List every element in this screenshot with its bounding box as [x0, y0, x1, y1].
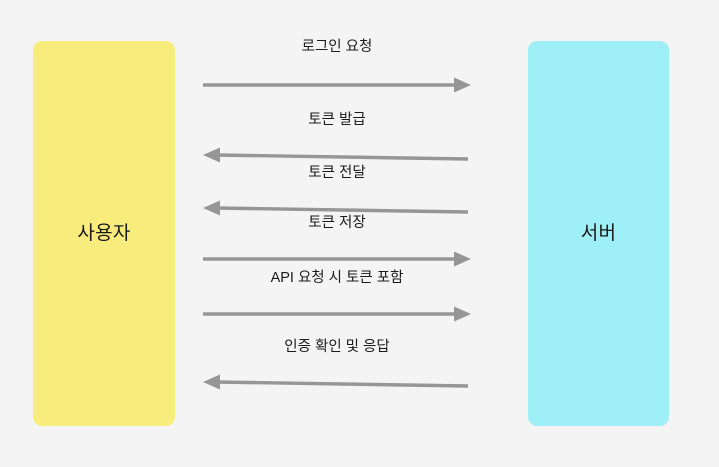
message-label-6: 인증 확인 및 응답	[284, 339, 390, 355]
message-label-5: API 요청 시 토큰 포함	[270, 270, 404, 286]
lifeline-box-server[interactable]: 서버	[528, 41, 669, 426]
message-arrow-4-right	[203, 251, 471, 267]
lifeline-label-server: 서버	[580, 223, 617, 244]
message-arrow-1-right	[203, 77, 471, 93]
message-label-3: 토큰 전달	[308, 165, 366, 181]
message-arrow-6-left	[203, 374, 469, 390]
lifeline-label-user: 사용자	[77, 223, 131, 244]
lifeline-box-user[interactable]: 사용자	[33, 41, 175, 426]
message-label-1: 로그인 요청	[301, 39, 373, 55]
message-arrow-5-right	[203, 306, 471, 322]
message-arrow-2-left	[203, 147, 469, 163]
message-label-4: 토큰 저장	[308, 215, 366, 231]
message-arrow-3-left	[203, 200, 469, 216]
message-label-2: 토큰 발급	[308, 112, 366, 128]
